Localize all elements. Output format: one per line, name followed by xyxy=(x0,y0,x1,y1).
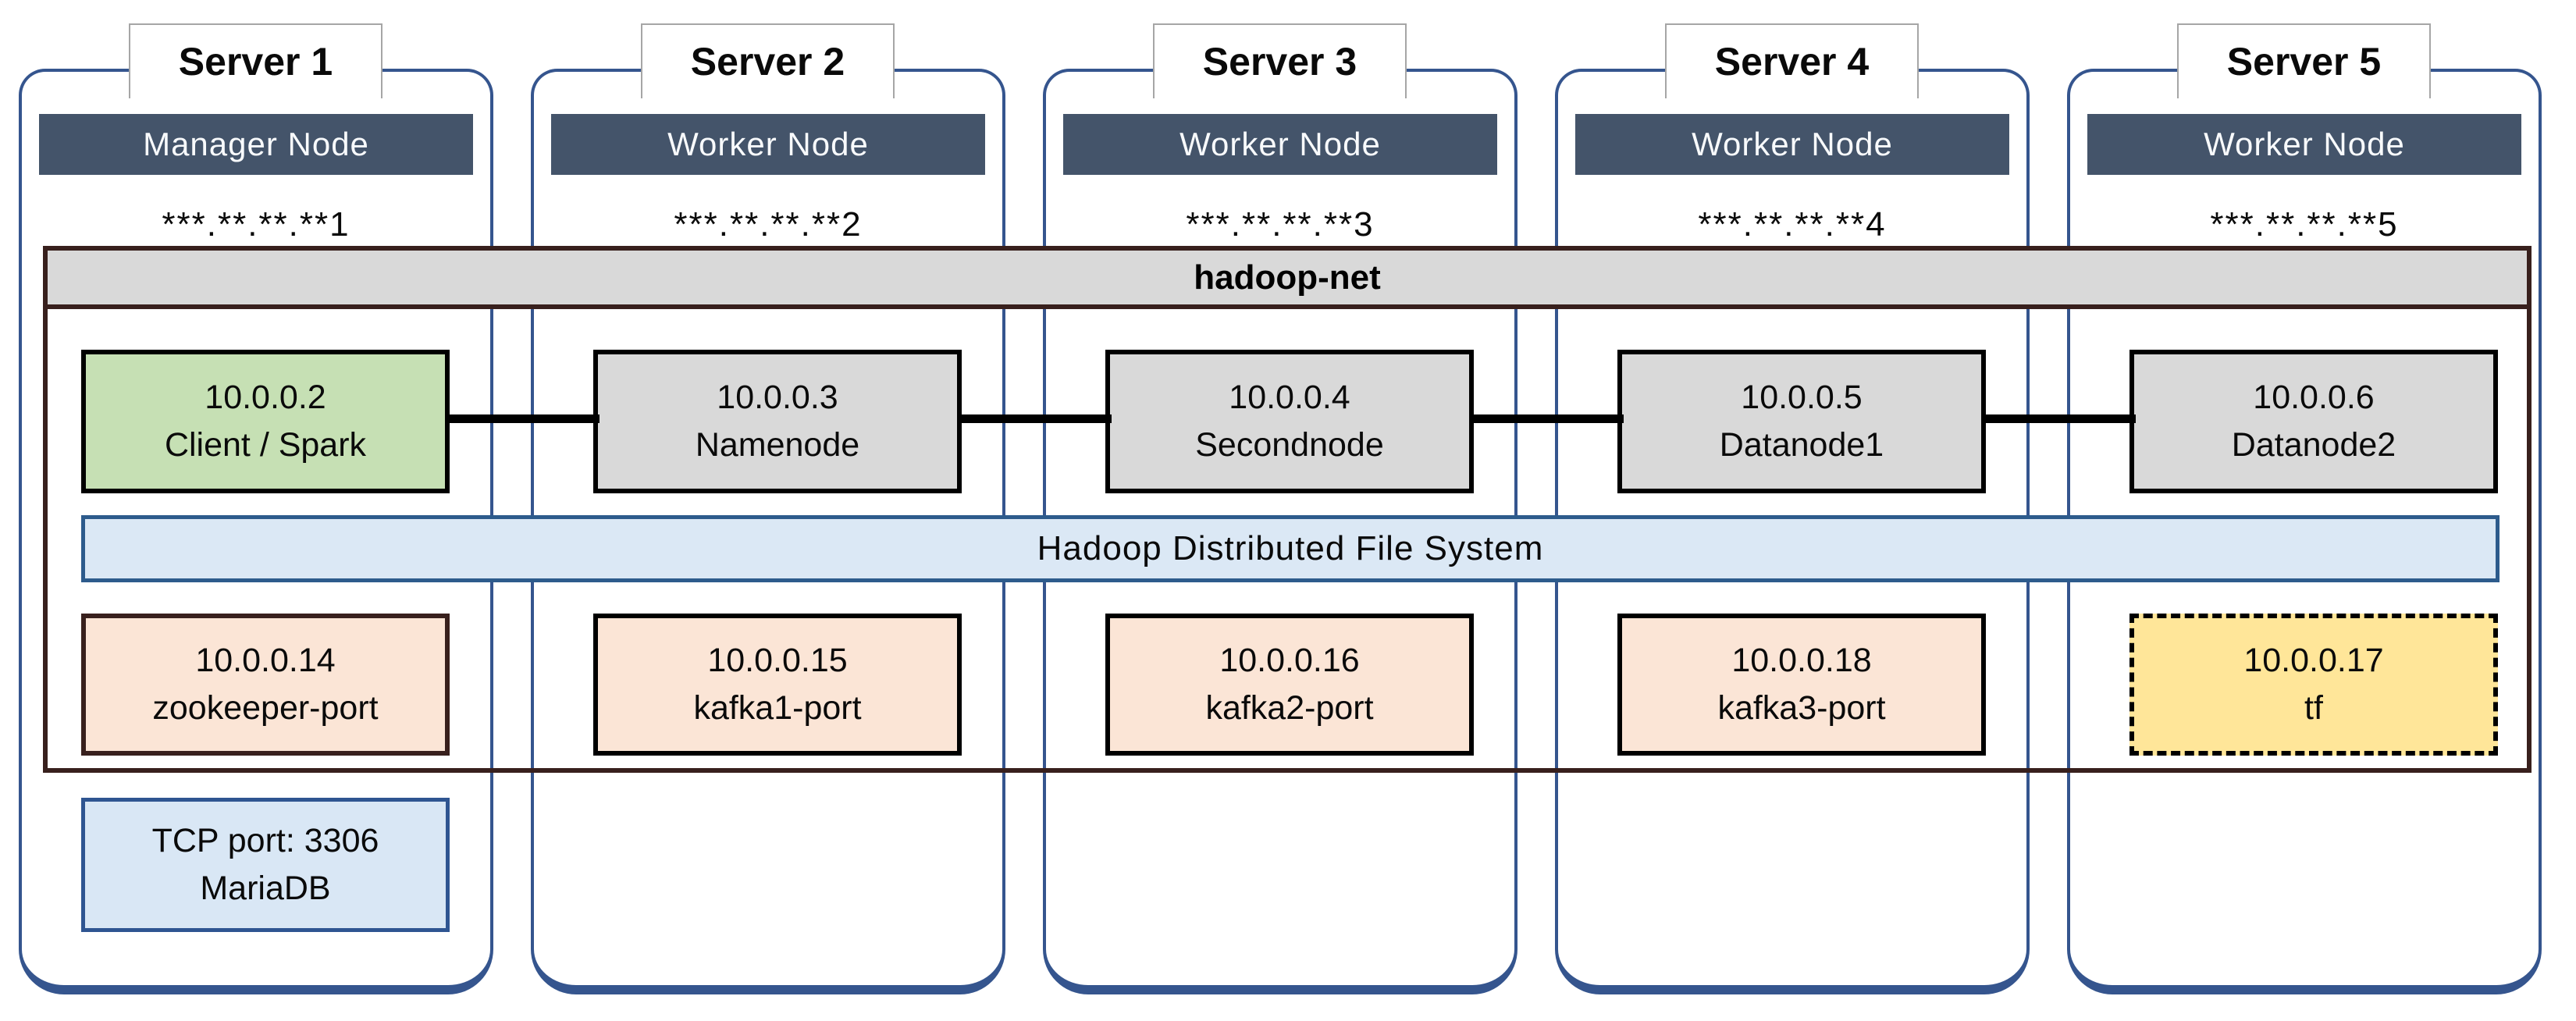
server-4-role-label: Worker Node xyxy=(1692,126,1893,162)
server-1-role-label: Manager Node xyxy=(143,126,369,162)
hdfs-label: Hadoop Distributed File System xyxy=(1037,529,1544,567)
server-3-title: Server 3 xyxy=(1202,40,1357,84)
port-node-ip: 10.0.0.14 xyxy=(195,641,336,679)
net-node-label: Secondnode xyxy=(1195,426,1384,464)
server-column-1: Server 1 Manager Node ***.**.**.**1 xyxy=(19,0,493,1021)
server-1-ip: ***.**.**.**1 xyxy=(162,205,350,244)
server-3-role-label: Worker Node xyxy=(1179,126,1381,162)
server-4-title: Server 4 xyxy=(1714,40,1870,84)
mariadb-box: TCP port: 3306 MariaDB xyxy=(81,798,450,932)
hdfs-bar: Hadoop Distributed File System xyxy=(81,515,2500,582)
net-node-ip: 10.0.0.2 xyxy=(205,378,326,416)
server-3-tab: Server 3 xyxy=(1153,23,1407,98)
server-4-role-header: Worker Node xyxy=(1575,114,2009,175)
net-node-label: Datanode2 xyxy=(2231,426,2396,464)
server-2-title: Server 2 xyxy=(690,40,845,84)
port-node-label: tf xyxy=(2304,689,2323,727)
net-node-ip: 10.0.0.6 xyxy=(2253,378,2375,416)
server-5-ip: ***.**.**.**5 xyxy=(2210,205,2399,244)
port-node-ip: 10.0.0.16 xyxy=(1219,641,1360,679)
hadoop-net-label: hadoop-net xyxy=(1194,258,1381,297)
server-2-tab: Server 2 xyxy=(641,23,895,98)
server-column-2: Server 2 Worker Node ***.**.**.**2 xyxy=(531,0,1005,1021)
net-node-client-spark: 10.0.0.2 Client / Spark xyxy=(81,350,450,493)
port-node-label: kafka1-port xyxy=(693,689,862,727)
port-node-kafka1: 10.0.0.15 kafka1-port xyxy=(593,614,962,756)
net-node-namenode: 10.0.0.3 Namenode xyxy=(593,350,962,493)
hadoop-net-titlebar: hadoop-net xyxy=(48,251,2527,309)
server-5-tab: Server 5 xyxy=(2177,23,2431,98)
net-node-secondnode: 10.0.0.4 Secondnode xyxy=(1105,350,1474,493)
hadoop-net-container: hadoop-net xyxy=(43,246,2532,773)
net-node-label: Client / Spark xyxy=(164,426,367,464)
net-node-ip: 10.0.0.4 xyxy=(1229,378,1350,416)
net-node-label: Namenode xyxy=(695,426,860,464)
connection-line-4-5 xyxy=(1983,414,2136,423)
server-4-ip: ***.**.**.**4 xyxy=(1698,205,1887,244)
server-1-tab: Server 1 xyxy=(129,23,382,98)
port-node-ip: 10.0.0.17 xyxy=(2243,641,2384,679)
server-2-role-header: Worker Node xyxy=(551,114,985,175)
mariadb-label: MariaDB xyxy=(200,870,331,907)
port-node-label: kafka3-port xyxy=(1717,689,1886,727)
port-node-label: kafka2-port xyxy=(1205,689,1374,727)
net-node-datanode1: 10.0.0.5 Datanode1 xyxy=(1617,350,1986,493)
server-5-role-header: Worker Node xyxy=(2087,114,2521,175)
server-2-role-label: Worker Node xyxy=(667,126,869,162)
port-node-ip: 10.0.0.18 xyxy=(1731,641,1872,679)
port-node-kafka3: 10.0.0.18 kafka3-port xyxy=(1617,614,1986,756)
net-node-datanode2: 10.0.0.6 Datanode2 xyxy=(2129,350,2498,493)
server-5-title: Server 5 xyxy=(2226,40,2382,84)
server-column-4: Server 4 Worker Node ***.**.**.**4 xyxy=(1555,0,2030,1021)
server-3-ip: ***.**.**.**3 xyxy=(1186,205,1375,244)
mariadb-port-label: TCP port: 3306 xyxy=(151,821,379,859)
port-node-zookeeper: 10.0.0.14 zookeeper-port xyxy=(81,614,450,756)
net-node-label: Datanode1 xyxy=(1719,426,1884,464)
server-1-role-header: Manager Node xyxy=(39,114,473,175)
net-node-ip: 10.0.0.3 xyxy=(717,378,838,416)
port-node-label: zookeeper-port xyxy=(152,689,379,727)
connection-line-1-2 xyxy=(447,414,600,423)
port-node-kafka2: 10.0.0.16 kafka2-port xyxy=(1105,614,1474,756)
server-2-ip: ***.**.**.**2 xyxy=(674,205,863,244)
server-4-tab: Server 4 xyxy=(1665,23,1919,98)
server-1-title: Server 1 xyxy=(178,40,333,84)
server-5-role-label: Worker Node xyxy=(2204,126,2405,162)
server-3-role-header: Worker Node xyxy=(1063,114,1497,175)
connection-line-3-4 xyxy=(1471,414,1624,423)
net-node-ip: 10.0.0.5 xyxy=(1741,378,1863,416)
connection-line-2-3 xyxy=(959,414,1112,423)
port-node-tf: 10.0.0.17 tf xyxy=(2129,614,2498,756)
port-node-ip: 10.0.0.15 xyxy=(707,641,848,679)
